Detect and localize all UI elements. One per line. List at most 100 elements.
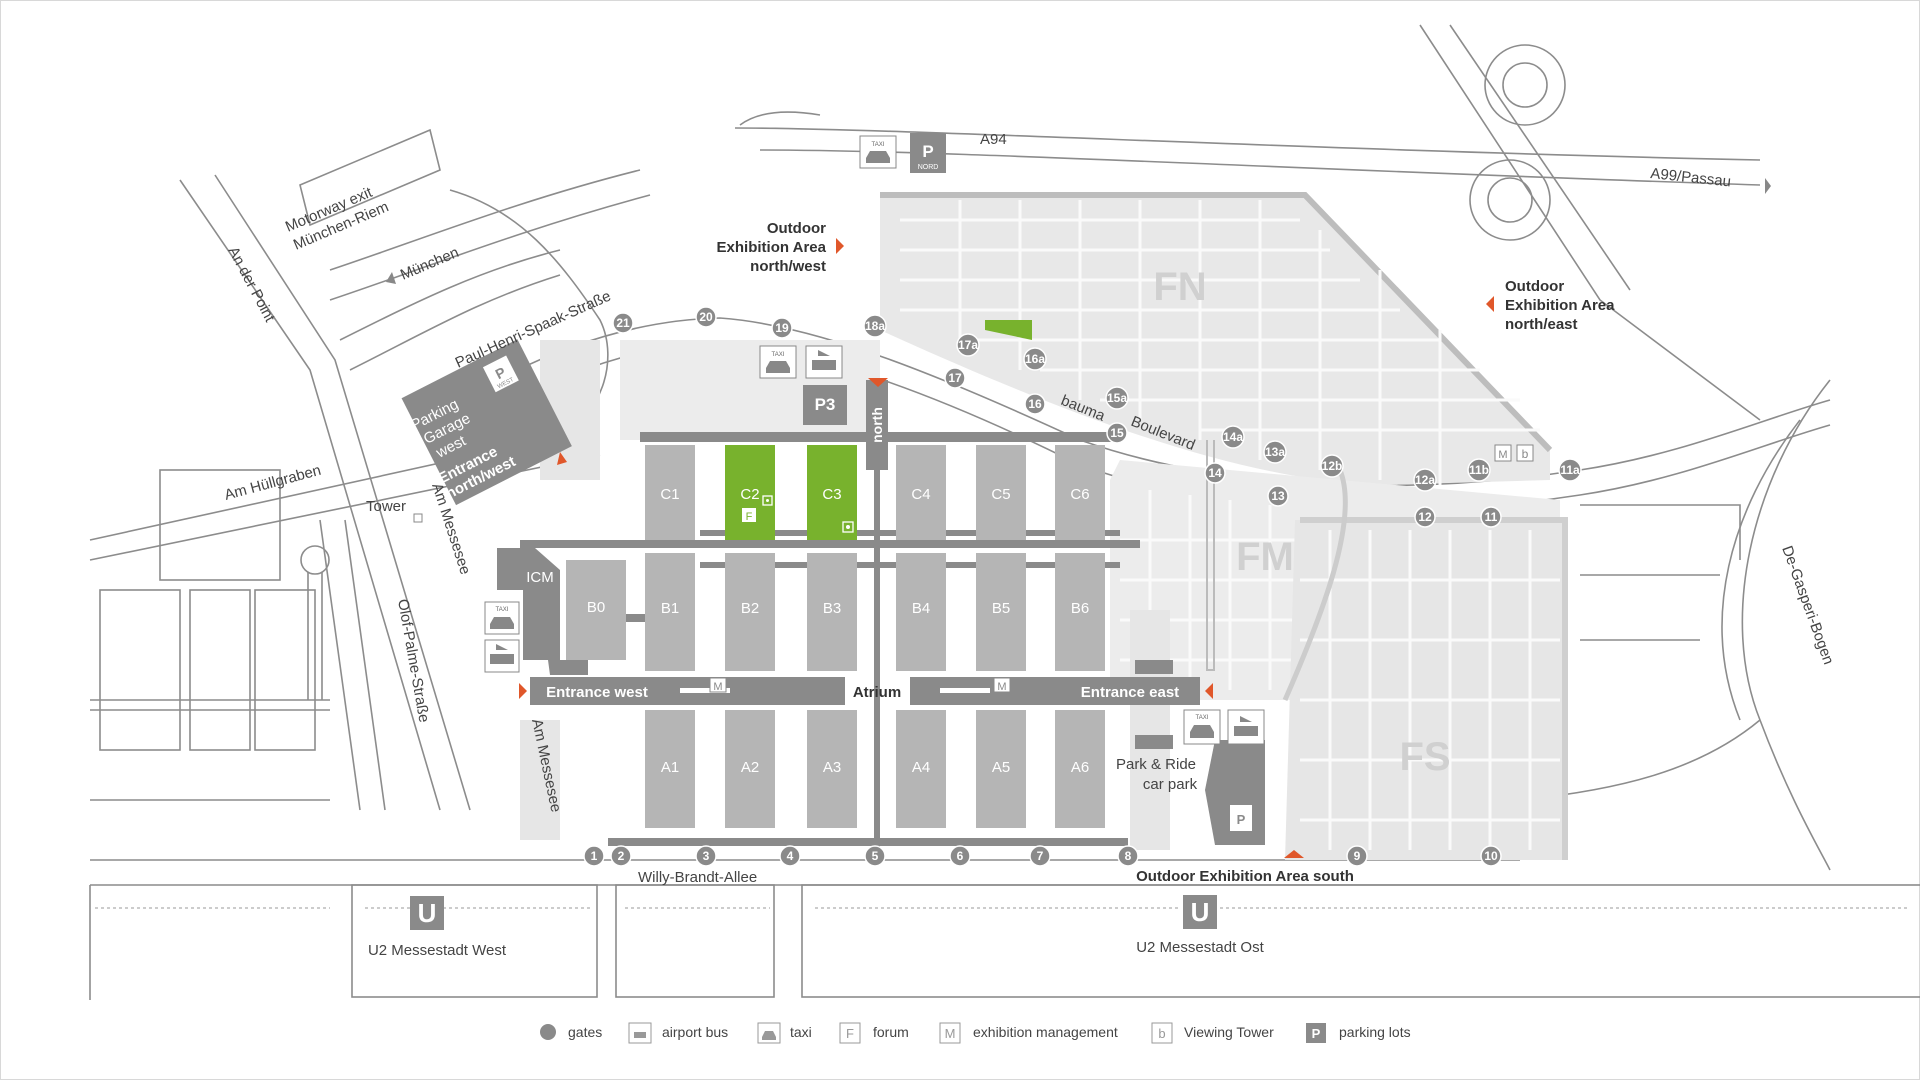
hall-c3-label: C3 [822, 486, 841, 503]
svg-text:M: M [945, 1026, 956, 1041]
svg-text:P: P [1312, 1026, 1321, 1041]
gate-17a[interactable]: 17a [956, 333, 980, 357]
gate-18a[interactable]: 18a [863, 314, 887, 338]
svg-text:13: 13 [1271, 489, 1285, 503]
gate-14a[interactable]: 14a [1221, 425, 1245, 449]
hall-a4[interactable] [896, 710, 946, 828]
gate-5[interactable]: 5 [864, 845, 886, 867]
svg-text:TAXI: TAXI [772, 352, 785, 358]
gate-15[interactable]: 15 [1106, 422, 1128, 444]
gate-13a[interactable]: 13a [1263, 440, 1287, 464]
gate-3[interactable]: 3 [695, 845, 717, 867]
m-symbol-east: M [997, 681, 1006, 693]
gate-8[interactable]: 8 [1117, 845, 1139, 867]
hall-a1[interactable] [645, 710, 695, 828]
legend-parking-lots: parking lots [1339, 1024, 1411, 1040]
svg-text:12: 12 [1418, 510, 1432, 524]
gate-1[interactable]: 1 [583, 845, 605, 867]
svg-text:7: 7 [1037, 849, 1044, 863]
gate-12[interactable]: 12 [1414, 506, 1436, 528]
hall-a5-label: A5 [992, 759, 1010, 776]
gate-13[interactable]: 13 [1267, 485, 1289, 507]
svg-text:b: b [1158, 1026, 1165, 1041]
legend-airport-bus: airport bus [662, 1024, 728, 1040]
ubahn-east[interactable]: U U2 Messestadt Ost [1136, 895, 1265, 956]
parking-icon [1306, 1023, 1326, 1043]
forum-symbol: F [746, 511, 753, 523]
gate-11[interactable]: 11 [1480, 506, 1502, 528]
hall-b1[interactable] [645, 553, 695, 671]
svg-text:U: U [418, 898, 437, 928]
legend: gates airport bus taxi F forum M exhibit… [540, 1022, 1411, 1044]
gate-7[interactable]: 7 [1029, 845, 1051, 867]
halls-row-c [645, 445, 1105, 540]
gate-11a[interactable]: 11a [1558, 458, 1582, 482]
p-nord-letter: P [922, 142, 933, 161]
gate-6[interactable]: 6 [949, 845, 971, 867]
hall-a6[interactable] [1055, 710, 1105, 828]
hall-a3[interactable] [807, 710, 857, 828]
outdoor-ne-line1: Outdoor [1505, 278, 1564, 295]
hall-b0-label: B0 [587, 599, 605, 616]
gate-2[interactable]: 2 [610, 845, 632, 867]
hall-c5[interactable] [976, 445, 1026, 540]
ubahn-east-label: U2 Messestadt Ost [1136, 939, 1264, 956]
hall-c3[interactable] [807, 445, 857, 540]
hall-labels: C1 C2 C3 C4 C5 C6 B1 B2 B3 B4 B5 B6 A1 A… [587, 486, 1090, 776]
gate-12b[interactable]: 12b [1320, 454, 1344, 478]
hall-b2[interactable] [725, 553, 775, 671]
ubahn-west[interactable]: U U2 Messestadt West [368, 896, 507, 959]
gate-icon [540, 1024, 556, 1040]
outdoor-ne-line2: Exhibition Area [1505, 297, 1615, 314]
muenchen-arrow-icon [386, 272, 396, 284]
hall-a5[interactable] [976, 710, 1026, 828]
hall-c6[interactable] [1055, 445, 1105, 540]
outdoor-south-arrow-icon [1284, 850, 1304, 858]
gate-10[interactable]: 10 [1480, 845, 1502, 867]
svg-text:4: 4 [787, 849, 794, 863]
legend-exhibition-management: exhibition management [973, 1024, 1118, 1040]
hall-b5-label: B5 [992, 600, 1010, 617]
north-label: north [869, 407, 885, 443]
park-ride-parking-icon [1230, 805, 1252, 831]
gate-16[interactable]: 16 [1024, 393, 1046, 415]
hall-a6-label: A6 [1071, 759, 1089, 776]
m-symbol-west: M [713, 681, 722, 693]
svg-text:2: 2 [618, 849, 625, 863]
gate-19[interactable]: 19 [771, 317, 793, 339]
gate-4[interactable]: 4 [779, 845, 801, 867]
gate-9[interactable]: 9 [1346, 845, 1368, 867]
hall-c4[interactable] [896, 445, 946, 540]
hall-c5-label: C5 [991, 486, 1010, 503]
hall-b5[interactable] [976, 553, 1026, 671]
gate-14[interactable]: 14 [1204, 462, 1226, 484]
forum-icon [742, 508, 756, 522]
gate-20[interactable]: 20 [695, 306, 717, 328]
area-fn-label: FN [1153, 265, 1206, 309]
hall-b6[interactable] [1055, 553, 1105, 671]
svg-text:15: 15 [1110, 426, 1124, 440]
svg-text:11b: 11b [1469, 463, 1489, 477]
gate-11b[interactable]: 11b [1467, 458, 1491, 482]
gate-21[interactable]: 21 [612, 312, 634, 334]
gate-15a[interactable]: 15a [1105, 386, 1129, 410]
svg-text:16a: 16a [1025, 352, 1045, 366]
svg-text:11a: 11a [1560, 463, 1580, 477]
ubahn-west-label: U2 Messestadt West [368, 942, 507, 959]
hall-c1[interactable] [645, 445, 695, 540]
gate-17[interactable]: 17 [944, 367, 966, 389]
legend-viewing-tower: Viewing Tower [1184, 1024, 1274, 1040]
hall-c2[interactable] [725, 445, 775, 540]
svg-text:21: 21 [616, 316, 630, 330]
entrance-west-label: Entrance west [546, 684, 648, 701]
svg-text:12a: 12a [1415, 473, 1435, 487]
svg-text:F: F [846, 1026, 854, 1041]
gate-16a[interactable]: 16a [1023, 347, 1047, 371]
hall-b3[interactable] [807, 553, 857, 671]
hall-a2[interactable] [725, 710, 775, 828]
outdoor-nw-line3: north/west [750, 258, 826, 275]
gate-12a[interactable]: 12a [1413, 468, 1437, 492]
hall-b4[interactable] [896, 553, 946, 671]
hall-a3-label: A3 [823, 759, 841, 776]
outdoor-nw-line1: Outdoor [767, 220, 826, 237]
